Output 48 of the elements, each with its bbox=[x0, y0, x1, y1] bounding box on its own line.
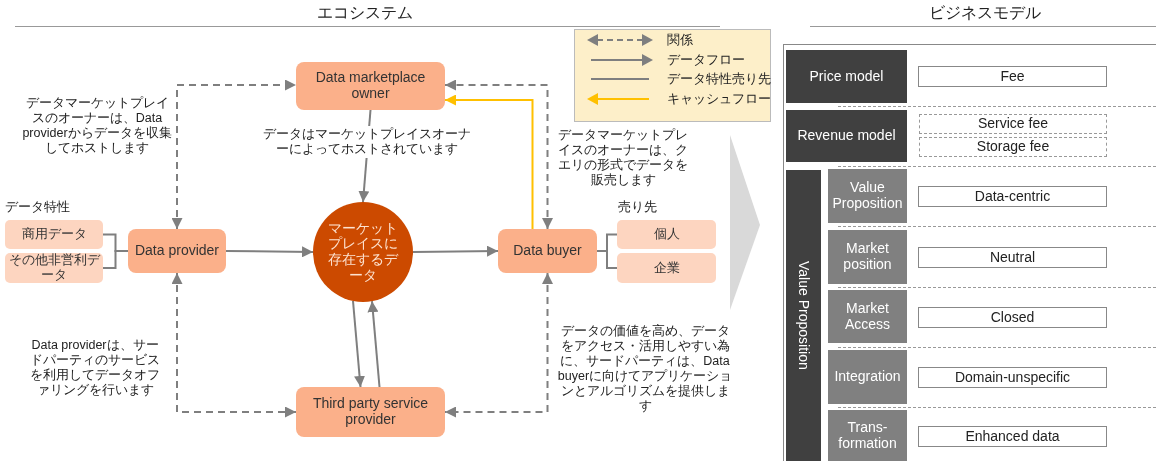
value-box: Fee bbox=[918, 66, 1107, 87]
sub-category-box: Market Access bbox=[828, 290, 907, 343]
legend-label: データ特性売り先 bbox=[667, 71, 771, 87]
note-text: データマーケットプレイスのオーナーは、Data providerからデータを収集してホストします bbox=[22, 96, 172, 156]
actor-box: Third party service provider bbox=[296, 387, 445, 437]
sub-category-box: Integration bbox=[828, 350, 907, 404]
value-box: Neutral bbox=[918, 247, 1107, 268]
dashed-arrow bbox=[171, 79, 297, 230]
arrow bbox=[352, 300, 365, 388]
arrow bbox=[225, 246, 314, 258]
group-heading: データ特性 bbox=[5, 199, 71, 215]
arrow bbox=[412, 245, 499, 257]
note-text: Data providerは、サードパーティのサービスを利用してデータオファリングを行います bbox=[29, 338, 161, 398]
sub-category-box: Trans-formation bbox=[828, 410, 907, 461]
data-type-box: 企業 bbox=[617, 253, 716, 283]
value-box: Domain-unspecific bbox=[918, 367, 1107, 388]
connector-line bbox=[102, 250, 129, 269]
legend-label: 関係 bbox=[667, 32, 693, 48]
value-box: Storage fee bbox=[919, 137, 1107, 157]
sub-category-box: Value Proposition bbox=[828, 169, 907, 223]
section-heading: ビジネスモデル bbox=[928, 3, 1042, 23]
dashed-arrow bbox=[444, 79, 553, 230]
legend-label: データフロー bbox=[667, 51, 745, 68]
dashed-arrow bbox=[444, 272, 553, 418]
value-box: Service fee bbox=[919, 114, 1107, 134]
category-box: Revenue model bbox=[786, 110, 907, 162]
value-box: Enhanced data bbox=[918, 426, 1107, 447]
value-box: Data-centric bbox=[918, 186, 1107, 207]
data-type-box: 個人 bbox=[617, 220, 716, 249]
sub-category-box: Market position bbox=[828, 230, 907, 284]
data-type-box: その他非営利データ bbox=[5, 253, 103, 283]
actor-box: Data provider bbox=[128, 229, 226, 273]
legend-label: キャッシュフロー bbox=[667, 90, 771, 107]
section-bar: Value Proposition bbox=[786, 170, 821, 461]
data-circle: マーケットプレイスに存在するデータ bbox=[313, 202, 413, 302]
category-box: Price model bbox=[786, 50, 907, 103]
group-heading: 売り先 bbox=[616, 199, 658, 215]
arrow bbox=[444, 94, 534, 230]
note-text: データの価値を高め、データをアクセス・活用しやすい為に、サードパーティは、Data buyerに向けてアプリケーションとアルゴリズムを提供します bbox=[556, 324, 734, 414]
actor-box: Data marketplace owner bbox=[296, 62, 445, 110]
data-type-box: 商用データ bbox=[5, 220, 103, 249]
dashed-arrow bbox=[171, 272, 297, 418]
arrow bbox=[367, 300, 381, 388]
actor-box: Data buyer bbox=[498, 229, 597, 273]
note-text: データマーケットプレイスのオーナーは、クエリの形式でデータを販売します bbox=[557, 128, 689, 188]
section-heading: エコシステム bbox=[316, 3, 414, 23]
connector-line bbox=[596, 250, 618, 269]
value-box: Closed bbox=[918, 307, 1107, 328]
